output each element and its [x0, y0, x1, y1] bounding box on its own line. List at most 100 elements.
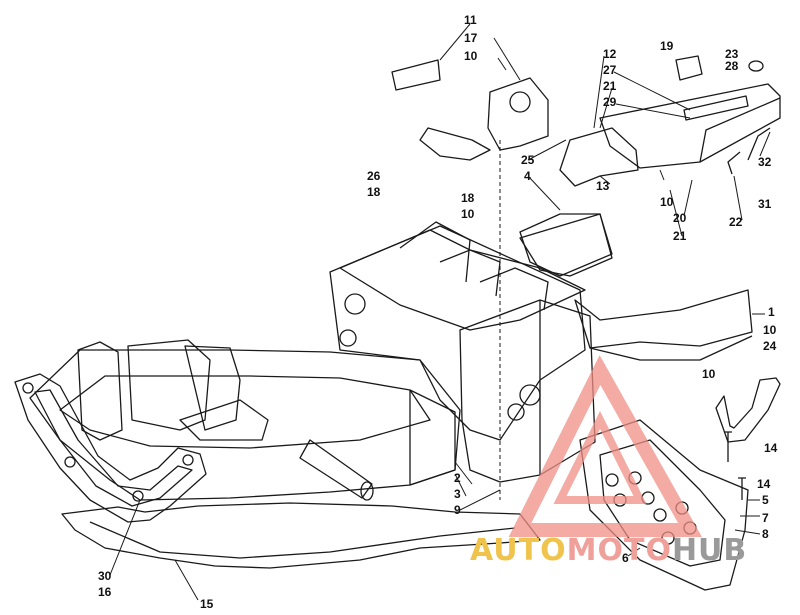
callout-10b: 10: [461, 207, 475, 221]
bumper-hole: [64, 456, 76, 468]
subframe-hole: [653, 508, 667, 522]
callout-10e: 10: [702, 367, 716, 381]
tunnel-hole: [507, 403, 525, 421]
watermark-moto: MOTO: [566, 533, 672, 568]
callout-30: 30: [98, 569, 112, 583]
wire-32: [747, 127, 771, 161]
callout-10d: 10: [763, 323, 777, 337]
rail-28-front: [699, 97, 781, 163]
callout-12: 12: [603, 47, 617, 61]
suspension-bracket-left: [77, 341, 123, 441]
tube: [299, 439, 373, 499]
leader-27: [613, 71, 691, 111]
bumper-hole: [132, 490, 144, 502]
bracket-arm: [419, 127, 491, 161]
belly-pan: [61, 502, 541, 569]
callout-19: 19: [660, 39, 674, 53]
callout-17: 17: [464, 31, 478, 45]
rib-mid: [439, 249, 501, 297]
leader-15: [174, 559, 199, 601]
leader-4: [527, 175, 561, 211]
tunnel-top: [339, 229, 586, 331]
callout-20: 20: [673, 211, 687, 225]
leader-22: [733, 175, 743, 221]
tower-plate: [179, 399, 269, 441]
bolt: [738, 477, 746, 500]
main-tub: [29, 349, 461, 501]
leader-32: [759, 131, 771, 157]
callout-15: 15: [200, 597, 214, 611]
leader-10c: [659, 169, 665, 181]
suspension-bracket-right: [184, 345, 241, 431]
tunnel-hole: [519, 384, 541, 406]
callout-6: 6: [622, 551, 629, 565]
callout-18: 18: [367, 185, 381, 199]
callout-8: 8: [762, 527, 769, 541]
callout-3: 3: [454, 487, 461, 501]
callout-32: 32: [758, 155, 772, 169]
callout-11: 11: [464, 13, 477, 27]
callout-13: 13: [596, 179, 610, 193]
upper-rail-lower: [589, 335, 753, 361]
leader-20: [683, 179, 693, 217]
leader-11: [439, 23, 471, 61]
tunnel-side: [329, 225, 586, 441]
bumper-hole: [182, 454, 194, 466]
callout-26: 26: [367, 169, 381, 183]
bolt: [724, 431, 732, 462]
front-bumper-inner: [34, 389, 193, 507]
upper-rail: [574, 289, 753, 349]
front-subframe-inner: [599, 439, 726, 567]
watermark-auto: AUTO: [470, 533, 567, 568]
callout-10: 10: [464, 49, 478, 63]
callout-24: 24: [763, 339, 777, 353]
rib-rear: [479, 267, 549, 311]
leader-21a: [599, 87, 613, 129]
callout-10c: 10: [660, 195, 674, 209]
callout-27: 27: [603, 63, 617, 77]
bracket-17: [487, 77, 549, 151]
callout-25: 25: [521, 153, 535, 167]
callout-23: 23: [725, 47, 739, 61]
callout-1: 1: [768, 305, 775, 319]
leader-30: [109, 499, 141, 576]
leader-12: [593, 55, 605, 129]
subframe-hole: [605, 473, 619, 487]
leader-2: [454, 461, 473, 485]
leader-21b: [669, 189, 683, 237]
block-19: [675, 55, 703, 81]
tub-right-wall: [409, 389, 456, 486]
callout-28: 28: [725, 59, 739, 73]
watermark-hub: HUB: [671, 533, 748, 568]
watermark-logo: AUTOMOTOHUB: [470, 533, 747, 568]
callout-4: 4: [524, 169, 531, 183]
callout-14b: 14: [757, 477, 771, 491]
wire-31: [727, 151, 741, 175]
wedge-13: [559, 127, 639, 187]
callout-14: 14: [764, 441, 778, 455]
bracket-hole: [509, 91, 531, 113]
leader-10a: [497, 57, 507, 71]
callout-22: 22: [729, 215, 743, 229]
rail-28: [599, 83, 781, 169]
tunnel-hole: [344, 293, 366, 315]
watermark-triangle: [508, 355, 702, 537]
callout-21b: 21: [673, 229, 687, 243]
leader-25: [527, 139, 567, 161]
cap-23: [748, 60, 764, 72]
watermark-triangle-inner: [553, 411, 647, 504]
rib-front: [399, 221, 471, 283]
callout-16: 16: [98, 585, 112, 599]
callout-31: 31: [758, 197, 772, 211]
belly-pan-fold: [89, 521, 516, 559]
callout-2: 2: [454, 471, 461, 485]
handle-bar: [715, 377, 781, 443]
callout-5: 5: [762, 493, 769, 507]
tunnel-hole: [339, 329, 357, 347]
callout-29: 29: [603, 95, 617, 109]
leader-17: [493, 37, 521, 81]
front-bumper: [14, 373, 207, 523]
leader-29: [615, 103, 691, 119]
leader-9: [459, 489, 501, 511]
